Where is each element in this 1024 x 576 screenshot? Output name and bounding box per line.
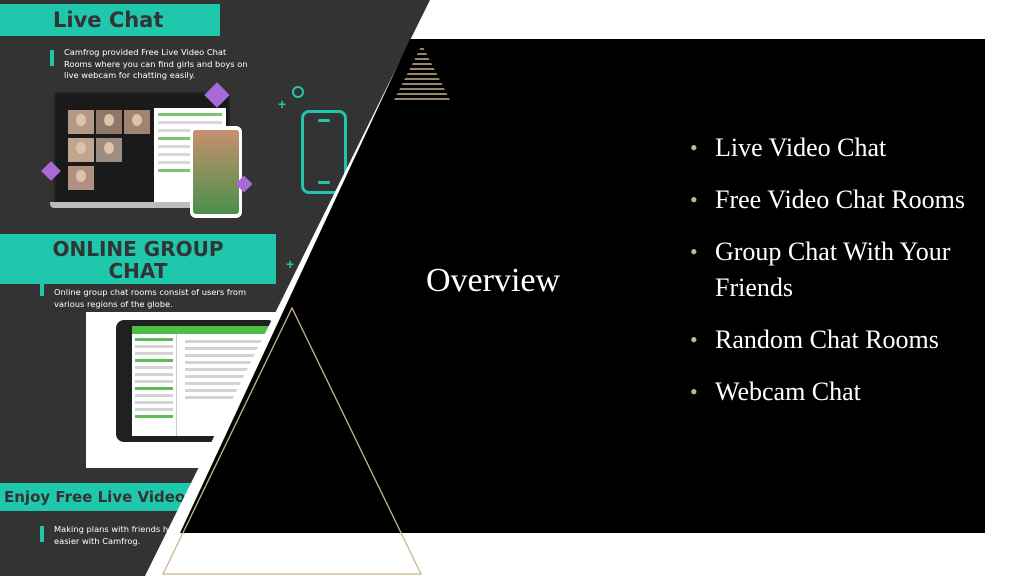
- black-panel: [180, 39, 985, 533]
- smartphone-icon: [301, 110, 347, 194]
- plus-icon: +: [278, 96, 287, 112]
- slide-title: Overview: [426, 262, 561, 299]
- bullet-item: • Free Video Chat Rooms: [690, 182, 980, 218]
- bullet-text: Random Chat Rooms: [715, 325, 939, 354]
- group-chat-title-line1: ONLINE GROUP: [52, 237, 224, 261]
- bullet-text: Group Chat With Your Friends: [715, 237, 951, 302]
- accent-bar: [40, 526, 44, 542]
- phone-mockup: [190, 126, 242, 218]
- circle-icon: [292, 86, 304, 98]
- bullet-dot-icon: •: [690, 135, 698, 160]
- webcam-thumbnail: [68, 166, 94, 190]
- bullet-dot-icon: •: [690, 327, 698, 352]
- bullet-text: Webcam Chat: [715, 377, 861, 406]
- webcam-thumbnail: [96, 138, 122, 162]
- webcam-thumbnail: [124, 110, 150, 134]
- group-chat-description: Online group chat rooms consist of users…: [54, 287, 247, 309]
- live-chat-banner: Live Chat: [0, 4, 220, 36]
- bullet-dot-icon: •: [690, 187, 698, 212]
- phone-screen: [193, 130, 239, 214]
- group-chat-banner: ONLINE GROUP CHAT: [0, 234, 276, 284]
- bullet-item: • Live Video Chat: [690, 130, 980, 166]
- group-chat-title-line2: CHAT: [108, 259, 168, 283]
- webcam-thumbnail: [96, 110, 122, 134]
- bullet-item: • Group Chat With Your Friends: [690, 234, 980, 306]
- bullet-dot-icon: •: [690, 379, 698, 404]
- laptop-base: [50, 202, 230, 208]
- bullet-list: •Live Video Chat •Free Video Chat Rooms …: [690, 130, 980, 426]
- accent-bar: [40, 284, 44, 296]
- bullet-text: Live Video Chat: [715, 133, 887, 162]
- enjoy-description: Making plans with friends ha easier with…: [54, 524, 174, 546]
- bullet-item: • Random Chat Rooms: [690, 322, 980, 358]
- outline-triangle-icon: [161, 306, 423, 575]
- bullet-text: Free Video Chat Rooms: [715, 185, 965, 214]
- accent-bar: [50, 50, 54, 66]
- live-chat-description: Camfrog provided Free Live Video Chat Ro…: [64, 47, 248, 80]
- plus-icon: +: [286, 256, 295, 272]
- webcam-thumbnail: [68, 110, 94, 134]
- webcam-thumbnail: [68, 138, 94, 162]
- bullet-item: • Webcam Chat: [690, 374, 980, 410]
- bullet-dot-icon: •: [690, 239, 698, 264]
